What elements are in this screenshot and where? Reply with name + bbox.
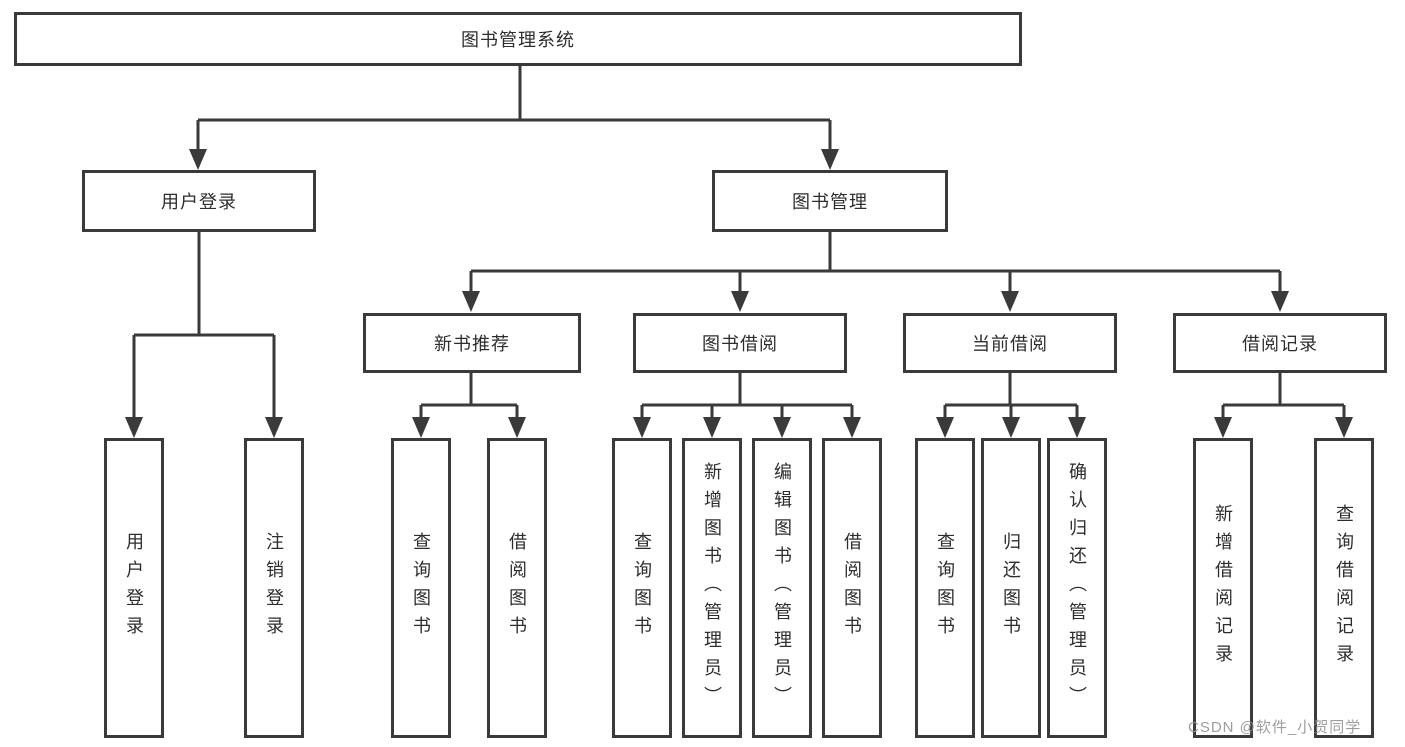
node-label: 用户登录 — [161, 192, 237, 212]
node-label: 当前借阅 — [972, 334, 1048, 354]
leaf-label: 借阅图书 — [842, 532, 862, 644]
leaf-label: 编辑图书（管理员） — [772, 462, 792, 714]
leaf-label: 查询图书 — [411, 532, 431, 644]
leaf-label: 归还图书 — [1001, 532, 1021, 644]
leaf-user-login: 用户登录 — [104, 438, 164, 738]
leaf-records-add-borrow-record: 新增借阅记录 — [1193, 438, 1253, 738]
node-label: 图书借阅 — [702, 334, 778, 354]
watermark: CSDN @软件_小贺同学 — [1188, 719, 1362, 736]
connector-shafts — [132, 66, 1346, 420]
leaf-records-query-borrow-record: 查询借阅记录 — [1314, 438, 1374, 738]
node-label: 新书推荐 — [434, 334, 510, 354]
leaf-borrowing-add-books-admin: 新增图书（管理员） — [682, 438, 742, 738]
leaf-current-confirm-return-admin: 确认归还（管理员） — [1047, 438, 1107, 738]
arrowheads — [125, 149, 1353, 438]
leaf-borrowing-query-books: 查询图书 — [612, 438, 672, 738]
node-new-book-recommendation: 新书推荐 — [363, 313, 581, 373]
node-label: 图书管理系统 — [461, 30, 575, 50]
leaf-borrowing-borrow-books: 借阅图书 — [822, 438, 882, 738]
leaf-label: 借阅图书 — [507, 532, 527, 644]
node-library-management-system: 图书管理系统 — [14, 12, 1022, 66]
leaf-label: 查询图书 — [935, 532, 955, 644]
node-current-borrowing: 当前借阅 — [903, 313, 1117, 373]
node-book-management: 图书管理 — [712, 170, 948, 232]
leaf-logout: 注销登录 — [244, 438, 304, 738]
node-book-borrowing: 图书借阅 — [633, 313, 847, 373]
leaf-current-return-books: 归还图书 — [981, 438, 1041, 738]
leaf-newbook-query-books: 查询图书 — [391, 438, 451, 738]
node-user-login: 用户登录 — [82, 170, 316, 232]
leaf-label: 用户登录 — [124, 532, 144, 644]
leaf-label: 查询借阅记录 — [1334, 504, 1354, 672]
node-borrowing-records: 借阅记录 — [1173, 313, 1387, 373]
node-label: 借阅记录 — [1242, 334, 1318, 354]
leaf-label: 确认归还（管理员） — [1067, 462, 1087, 714]
node-label: 图书管理 — [792, 192, 868, 212]
leaf-label: 新增借阅记录 — [1213, 504, 1233, 672]
leaf-borrowing-edit-books-admin: 编辑图书（管理员） — [752, 438, 812, 738]
leaf-label: 注销登录 — [264, 532, 284, 644]
leaf-label: 新增图书（管理员） — [702, 462, 722, 714]
leaf-newbook-borrow-books: 借阅图书 — [487, 438, 547, 738]
leaf-current-query-books: 查询图书 — [915, 438, 975, 738]
leaf-label: 查询图书 — [632, 532, 652, 644]
